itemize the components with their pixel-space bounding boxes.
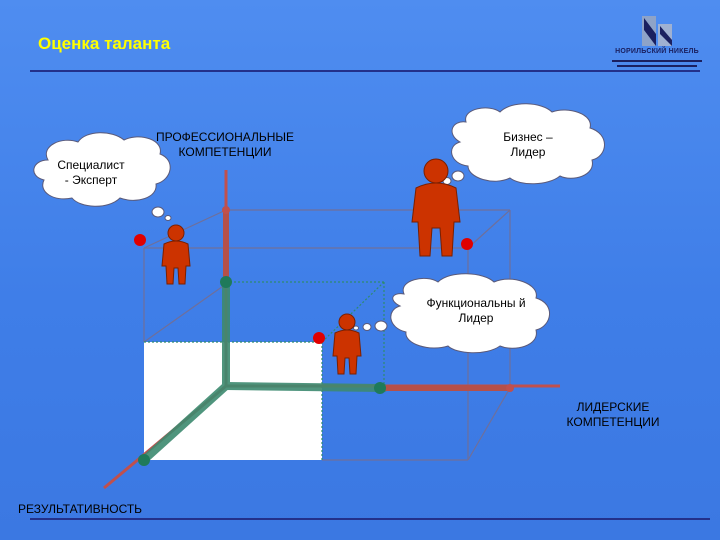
red-marker-dot [313, 332, 325, 344]
cloud-specialist-label: Специалист - Эксперт [57, 158, 125, 187]
green-dot [138, 454, 150, 466]
red-path [223, 210, 510, 391]
red-marker-dot [134, 234, 146, 246]
person-specialist-icon [161, 224, 191, 285]
cloud-business-label: Бизнес – Лидер [503, 130, 553, 159]
cloud-functional-label: Функциональны й Лидер [426, 296, 526, 325]
axis-label-leadership: ЛИДЕРСКИЕ КОМПЕТЕНЦИИ [566, 400, 660, 429]
logo-subline [617, 65, 697, 67]
red-dot [222, 206, 230, 214]
person-functional-icon [332, 313, 362, 375]
company-logo: НОРИЛЬСКИЙ НИКЕЛЬ [598, 12, 716, 70]
axis-label-results: РЕЗУЛЬТАТИВНОСТЬ [18, 502, 143, 516]
header-divider [30, 70, 700, 72]
footer-divider [30, 518, 710, 520]
logo-name: НОРИЛЬСКИЙ НИКЕЛЬ [615, 48, 699, 55]
red-dot [506, 384, 514, 392]
result-face [144, 342, 322, 460]
axis-label-professional: ПРОФЕССИОНАЛЬНЫЕ КОМПЕТЕНЦИИ [155, 130, 295, 159]
green-dot [374, 382, 386, 394]
inner-cube [144, 281, 385, 460]
person-business-icon [411, 158, 461, 257]
green-dot [220, 276, 232, 288]
cloud-functional-trail [353, 320, 388, 332]
cloud-functional [390, 273, 550, 354]
cloud-business [451, 103, 605, 185]
cloud-specialist [33, 132, 171, 207]
cube-edges [143, 209, 511, 461]
slide-title: Оценка таланта [38, 34, 171, 53]
green-path [140, 278, 388, 464]
logo-mark-icon [642, 16, 672, 46]
cloud-specialist-trail [151, 206, 172, 221]
logo-subline [612, 60, 702, 62]
red-marker-dot [461, 238, 473, 250]
